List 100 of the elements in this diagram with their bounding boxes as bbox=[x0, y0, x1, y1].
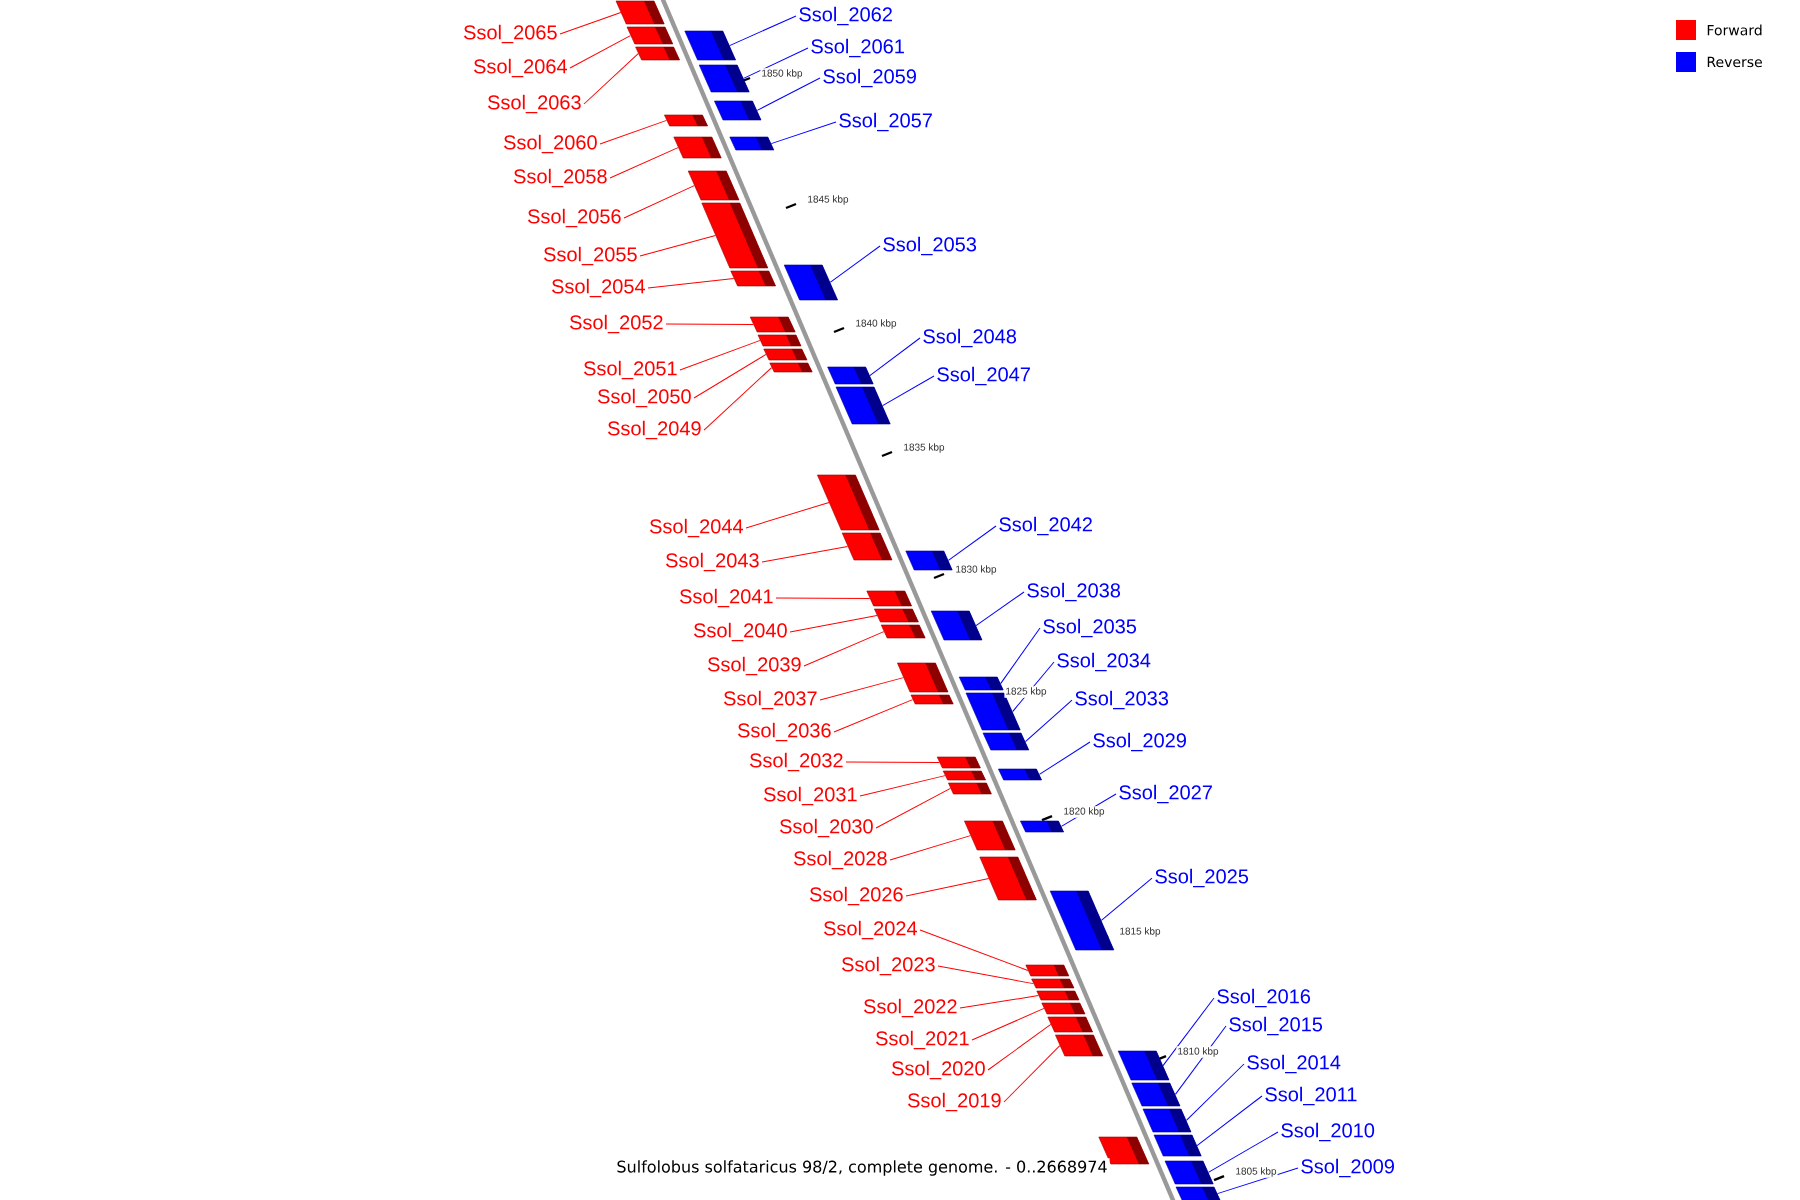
leader-line bbox=[1038, 741, 1091, 775]
gene-label: Ssol_2043 bbox=[666, 552, 759, 572]
leader-line bbox=[1012, 661, 1055, 713]
gene-label: Ssol_2053 bbox=[883, 236, 977, 256]
gene-block bbox=[730, 270, 776, 287]
gene-label: Ssol_2025 bbox=[1155, 868, 1249, 888]
leader-line bbox=[679, 339, 761, 371]
gene-block bbox=[1175, 1186, 1221, 1200]
gene-block bbox=[841, 532, 893, 561]
leader-line bbox=[971, 1007, 1045, 1041]
gene-block bbox=[729, 136, 775, 151]
leader-line bbox=[1185, 1063, 1245, 1121]
gene-block bbox=[664, 114, 708, 127]
leader-line bbox=[937, 965, 1034, 985]
leader-line bbox=[761, 545, 849, 563]
leader-line bbox=[882, 375, 935, 407]
leader-line bbox=[959, 995, 1039, 1009]
gene-block bbox=[687, 170, 740, 201]
gene-label: Ssol_2031 bbox=[764, 786, 857, 806]
gene-block bbox=[936, 756, 981, 769]
leader-line bbox=[770, 121, 837, 145]
gene-block bbox=[1020, 820, 1064, 833]
gene-block bbox=[698, 64, 750, 93]
gene-label: Ssol_2038 bbox=[1027, 582, 1121, 602]
gene-block bbox=[866, 590, 912, 607]
gene-block bbox=[958, 676, 1004, 691]
leader-line bbox=[803, 631, 885, 667]
gene-label: Ssol_2027 bbox=[1119, 784, 1212, 804]
gene-block bbox=[749, 316, 796, 333]
gene-label: Ssol_2030 bbox=[780, 818, 873, 838]
gene-block bbox=[769, 362, 813, 373]
gene-block bbox=[1055, 1034, 1104, 1057]
leader-line bbox=[729, 15, 797, 47]
leader-line bbox=[1174, 1025, 1227, 1095]
gene-label: Ssol_2062 bbox=[799, 6, 892, 26]
gene-block bbox=[763, 348, 808, 361]
leader-line bbox=[623, 185, 695, 219]
leader-line bbox=[975, 591, 1025, 627]
gene-label: Ssol_2020 bbox=[892, 1060, 985, 1080]
gene-block bbox=[1047, 1016, 1093, 1033]
gene-label: Ssol_2035 bbox=[1043, 618, 1137, 638]
gene-block bbox=[635, 46, 680, 61]
gene-label: Ssol_2026 bbox=[810, 886, 903, 906]
caption: Sulfolobus solfataricus 98/2, complete genome. - 0..2668974 bbox=[614, 1158, 1110, 1178]
gene-label: Ssol_2054 bbox=[552, 278, 645, 298]
leader-line bbox=[819, 677, 904, 701]
leader-line bbox=[1196, 1095, 1263, 1147]
gene-block bbox=[930, 610, 983, 641]
leader-line bbox=[559, 11, 622, 35]
gene-label: Ssol_2029 bbox=[1093, 732, 1186, 752]
gene-label: Ssol_2034 bbox=[1057, 652, 1151, 672]
gene-label: Ssol_2047 bbox=[937, 366, 1030, 386]
gene-block bbox=[1131, 1082, 1181, 1107]
gene-block bbox=[626, 26, 674, 45]
leader-line bbox=[693, 353, 767, 399]
gene-block bbox=[880, 624, 926, 639]
leader-line bbox=[905, 877, 990, 897]
gene-label: Ssol_2064 bbox=[474, 58, 567, 78]
leader-line bbox=[1207, 1131, 1279, 1173]
gene-block bbox=[964, 820, 1016, 851]
gene-label: Ssol_2049 bbox=[608, 420, 701, 440]
leader-line bbox=[665, 323, 754, 325]
gene-block bbox=[684, 30, 736, 61]
gene-block bbox=[757, 334, 802, 347]
leader-line bbox=[875, 787, 951, 829]
gene-block bbox=[615, 0, 665, 25]
leader-line bbox=[639, 235, 716, 257]
gene-label: Ssol_2014 bbox=[1247, 1054, 1341, 1074]
leader-line bbox=[609, 147, 679, 179]
leader-line bbox=[647, 277, 735, 289]
gene-label: Ssol_2021 bbox=[876, 1030, 969, 1050]
gene-block bbox=[942, 770, 986, 781]
gene-block bbox=[1025, 964, 1070, 977]
gene-block bbox=[905, 550, 953, 571]
gene-label: Ssol_2056 bbox=[528, 208, 621, 228]
gene-label: Ssol_2019 bbox=[908, 1092, 1001, 1112]
leader-line bbox=[947, 525, 997, 561]
gene-label: Ssol_2055 bbox=[544, 246, 637, 266]
leader-line bbox=[987, 1023, 1052, 1071]
gene-label: Ssol_2048 bbox=[923, 328, 1017, 348]
gene-block bbox=[1117, 1050, 1170, 1081]
gene-label: Ssol_2028 bbox=[794, 850, 887, 870]
leader-line bbox=[789, 615, 878, 633]
gene-label: Ssol_2023 bbox=[842, 956, 935, 976]
gene-block bbox=[1031, 978, 1075, 989]
leader-line bbox=[1024, 699, 1073, 743]
gene-label: Ssol_2063 bbox=[488, 94, 581, 114]
gene-label: Ssol_2032 bbox=[750, 752, 843, 772]
gene-block bbox=[1049, 890, 1115, 951]
gene-block bbox=[1036, 990, 1080, 1001]
gene-block bbox=[714, 100, 762, 121]
gene-label: Ssol_2010 bbox=[1281, 1122, 1375, 1142]
leader-line bbox=[756, 77, 821, 111]
leader-line bbox=[833, 699, 914, 733]
gene-label: Ssol_2039 bbox=[708, 656, 801, 676]
gene-block bbox=[827, 366, 874, 385]
gene-block bbox=[948, 782, 992, 795]
gene-label: Ssol_2042 bbox=[999, 516, 1092, 536]
leader-line bbox=[889, 835, 971, 861]
gene-block bbox=[979, 856, 1037, 901]
